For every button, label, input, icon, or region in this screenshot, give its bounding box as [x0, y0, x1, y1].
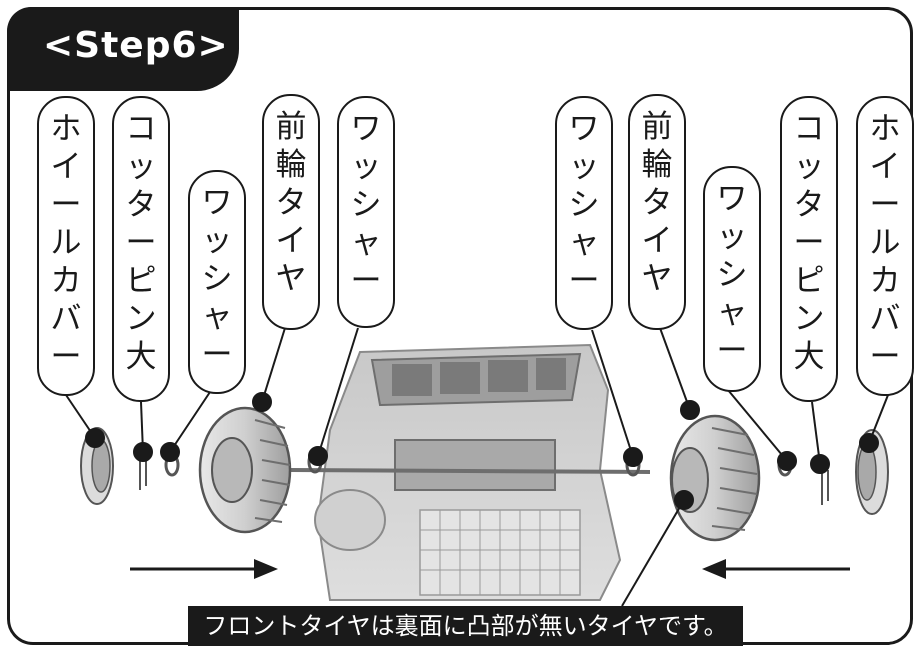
left-wheel-cover-part [80, 427, 114, 505]
label-char: ャ [201, 299, 233, 335]
label-char: ャ [568, 225, 600, 261]
label-char: ッ [716, 219, 748, 255]
label-char: ル [50, 225, 82, 261]
label-text: ホイールカバー [870, 110, 901, 376]
label-char: ピ [125, 263, 157, 299]
vehicle-chassis [289, 343, 651, 601]
label-char: ー [869, 187, 901, 223]
label-char: ャ [350, 225, 382, 261]
label-char: ホ [50, 111, 82, 147]
label-char: ー [350, 263, 382, 299]
step-title: <Step6> [43, 25, 229, 66]
label-char: シ [201, 261, 233, 297]
label-cotter-pin-left: コッターピン大 [112, 96, 170, 402]
right-front-tire-part [669, 414, 761, 542]
front-tire-note: フロントタイヤは裏面に凸部が無いタイヤです。 [188, 606, 743, 646]
label-text: ホイールカバー [51, 110, 82, 376]
leader-lines [65, 327, 889, 607]
label-char: ッ [350, 149, 382, 185]
label-char: ャ [716, 295, 748, 331]
label-text: ワッシャー [351, 110, 382, 300]
label-char: ワ [201, 185, 233, 221]
label-front-tire-left: 前輪タイヤ [262, 94, 320, 330]
label-char: ン [793, 301, 825, 337]
label-char: バ [50, 301, 82, 337]
label-char: ホ [869, 111, 901, 147]
label-char: ー [125, 225, 157, 261]
label-wheel-cover-right: ホイールカバー [856, 96, 914, 396]
label-char: ッ [568, 149, 600, 185]
label-char: コ [125, 111, 157, 147]
label-char: タ [275, 185, 307, 221]
label-char: ワ [350, 111, 382, 147]
label-char: ピ [793, 263, 825, 299]
label-front-tire-right: 前輪タイヤ [628, 94, 686, 330]
label-char: ヤ [275, 261, 307, 297]
label-wheel-cover-left: ホイールカバー [37, 96, 95, 396]
label-char: イ [275, 223, 307, 259]
label-washer-left-inner: ワッシャー [337, 96, 395, 328]
label-char: 前 [641, 109, 673, 145]
label-char: 大 [125, 339, 157, 375]
label-char: タ [641, 185, 673, 221]
label-char: ー [793, 225, 825, 261]
left-front-tire-part [198, 406, 292, 534]
label-char: ワ [568, 111, 600, 147]
label-char: イ [869, 149, 901, 185]
step-badge: <Step6> [7, 7, 239, 91]
label-char: カ [869, 263, 901, 299]
label-char: ー [568, 263, 600, 299]
label-char: コ [793, 111, 825, 147]
label-washer-right-inner: ワッシャー [555, 96, 613, 330]
label-char: カ [50, 263, 82, 299]
label-char: 前 [275, 109, 307, 145]
label-char: イ [50, 149, 82, 185]
label-text: ワッシャー [717, 180, 748, 370]
label-char: 輪 [275, 147, 307, 183]
label-char: ル [869, 225, 901, 261]
label-char: ン [125, 301, 157, 337]
right-cotter-pin-part [821, 470, 829, 505]
label-char: 大 [793, 339, 825, 375]
label-char: ッ [125, 149, 157, 185]
label-char: バ [869, 301, 901, 337]
label-char: シ [350, 187, 382, 223]
label-text: ワッシャー [569, 110, 600, 300]
label-char: ワ [716, 181, 748, 217]
arrow-right-icon [130, 559, 278, 579]
label-text: 前輪タイヤ [276, 108, 307, 298]
label-washer-left-outer: ワッシャー [188, 170, 246, 394]
label-char: イ [641, 223, 673, 259]
label-text: コッターピン大 [794, 110, 825, 376]
label-text: コッターピン大 [126, 110, 157, 376]
label-text: ワッシャー [202, 184, 233, 374]
label-char: ー [716, 333, 748, 369]
label-text: 前輪タイヤ [642, 108, 673, 298]
label-char: 輪 [641, 147, 673, 183]
label-char: タ [793, 187, 825, 223]
label-char: シ [716, 257, 748, 293]
label-char: ー [50, 187, 82, 223]
label-char: タ [125, 187, 157, 223]
label-washer-right-outer: ワッシャー [703, 166, 761, 392]
label-char: ー [50, 339, 82, 375]
label-char: ー [201, 337, 233, 373]
label-cotter-pin-right: コッターピン大 [780, 96, 838, 402]
label-char: シ [568, 187, 600, 223]
label-char: ー [869, 339, 901, 375]
arrow-left-icon [702, 559, 850, 579]
label-char: ッ [793, 149, 825, 185]
label-char: ヤ [641, 261, 673, 297]
label-char: ッ [201, 223, 233, 259]
